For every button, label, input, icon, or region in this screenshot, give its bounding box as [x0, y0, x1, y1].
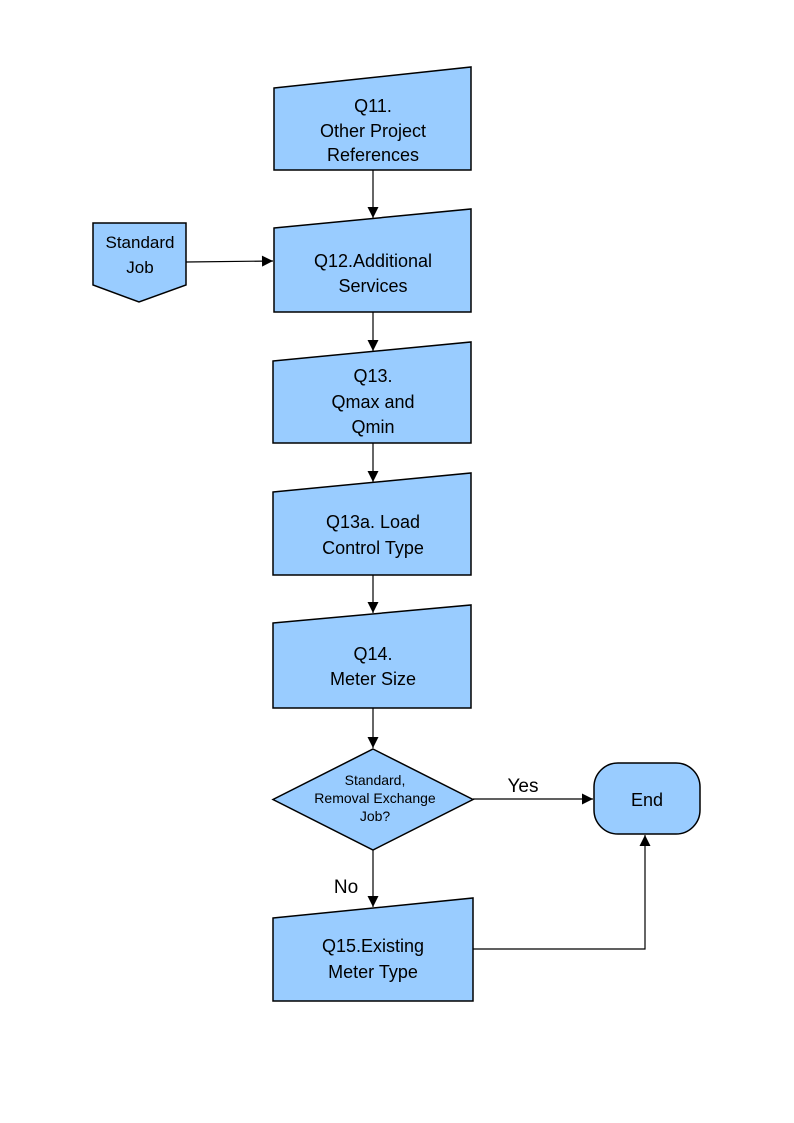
node-q13a-label-line2: Control Type [322, 538, 424, 558]
node-decision-label-line1: Standard, [345, 772, 406, 788]
node-q11-shape [273, 66, 472, 171]
node-q15: Q15.Existing Meter Type [272, 897, 474, 1002]
node-standard-job-label-line1: Standard [106, 233, 175, 252]
node-standard-job-label-line2: Job [126, 258, 153, 277]
node-q13: Q13. Qmax and Qmin [272, 341, 472, 444]
node-q13-label-line3: Qmin [351, 417, 394, 437]
node-q15-label-line2: Meter Type [328, 962, 418, 982]
node-q15-shape [272, 897, 474, 1002]
connectors [185, 170, 651, 950]
node-decision-label-line2: Removal Exchange [314, 790, 436, 806]
edge-label-yes: Yes [508, 776, 539, 797]
node-q11-label-line3: References [327, 145, 419, 165]
node-q14-label-line1: Q14. [353, 644, 392, 664]
node-standard-job-shape [92, 222, 187, 303]
node-q12-label-line1: Q12.Additional [314, 251, 432, 271]
node-q14-shape [272, 604, 472, 709]
node-q15-label-line1: Q15.Existing [322, 936, 424, 956]
node-decision-label-line3: Job? [360, 808, 391, 824]
connector-standardjob-to-q12 [185, 255, 274, 267]
node-q12-label-line2: Services [338, 276, 407, 296]
node-q13a-shape [272, 472, 472, 576]
edge-label-no: No [334, 877, 358, 898]
node-q14-label-line2: Meter Size [330, 669, 416, 689]
node-end-label: End [631, 790, 663, 810]
node-q13-shape [272, 341, 472, 444]
node-q14: Q14. Meter Size [272, 604, 472, 709]
node-decision-shape [271, 748, 475, 851]
node-q12: Q12.Additional Services [273, 208, 472, 313]
node-q11-label-line1: Q11. [354, 96, 392, 116]
node-q11-label-line2: Other Project [320, 121, 426, 141]
node-standard-job: Standard Job [92, 222, 187, 303]
node-q13-label-line2: Qmax and [331, 392, 414, 412]
node-end-shape [593, 762, 701, 835]
node-q12-shape [273, 208, 472, 313]
node-q13-label-line1: Q13. [353, 366, 392, 386]
node-q11: Q11. Other Project References [273, 66, 472, 171]
connector-q15-to-end [473, 835, 651, 950]
node-q13a-label-line1: Q13a. Load [326, 512, 420, 532]
node-end: End [593, 762, 701, 835]
node-decision: Standard, Removal Exchange Job? [271, 748, 475, 851]
node-q13a: Q13a. Load Control Type [272, 472, 472, 576]
